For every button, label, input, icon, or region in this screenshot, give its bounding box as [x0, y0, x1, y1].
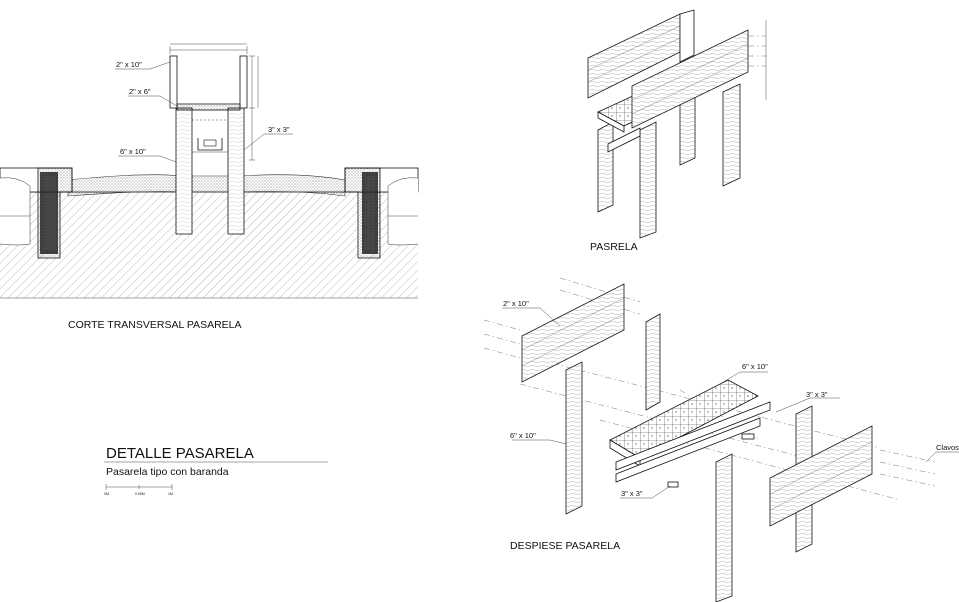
section-label-beam: 3" x 3" [268, 125, 290, 134]
exploded-caption: DESPIESE PASARELA [510, 540, 620, 552]
ground-hatch [0, 192, 418, 298]
section-rail-board-left [169, 55, 178, 109]
section-label-post: 6" x 10" [120, 147, 146, 156]
section-label-deck: 2" x 6" [129, 87, 151, 96]
iso-caption: PASRELA [590, 241, 638, 253]
exploded-label-beam-bottom: 3" x 3" [621, 489, 643, 498]
iso-nail-lines [748, 20, 767, 100]
section-caption: CORTE TRANSVERSAL PASARELA [68, 319, 242, 331]
scale-mark-2: 1M. [168, 492, 174, 496]
exploded-label-rail: 2" x 10" [503, 299, 529, 308]
section-deck-board [176, 103, 241, 111]
section-rail-board-right [239, 55, 248, 109]
title-block: DETALLE PASARELA Pasarela tipo con baran… [104, 445, 328, 496]
left-curb [0, 167, 73, 259]
section-beam-bracket [192, 119, 228, 153]
section-label-rail: 2" x 10" [116, 60, 142, 69]
section-dimensions [169, 43, 259, 161]
exploded-leaders [502, 307, 959, 499]
exploded-beam-front [615, 401, 771, 471]
gravel-band [67, 174, 346, 197]
section-view: 2" x 10" 2" x 6" 6" x 10" 3" x 3" CORTE … [0, 43, 419, 331]
scale-bar: 0M. 0.05M. 1M. [104, 484, 174, 496]
section-leaders [115, 61, 293, 163]
exploded-view: 2" x 10" 6" x 10" 3" x 3" 6" x 10" 3" x … [483, 277, 959, 602]
exploded-label-beam-top: 3" x 3" [806, 390, 828, 399]
scale-mark-0: 0M. [104, 492, 110, 496]
exploded-label-deck: 6" x 10" [742, 362, 768, 371]
isometric-view: PASRELA [587, 9, 767, 253]
drawing-title: DETALLE PASARELA [106, 445, 254, 462]
exploded-label-nails: Clavos [936, 443, 959, 452]
exploded-beam-back [615, 417, 761, 483]
scale-mark-1: 0.05M. [135, 492, 146, 496]
exploded-label-post: 6" x 10" [510, 431, 536, 440]
drawing-subtitle: Pasarela tipo con baranda [106, 466, 229, 478]
right-curb [344, 167, 419, 259]
